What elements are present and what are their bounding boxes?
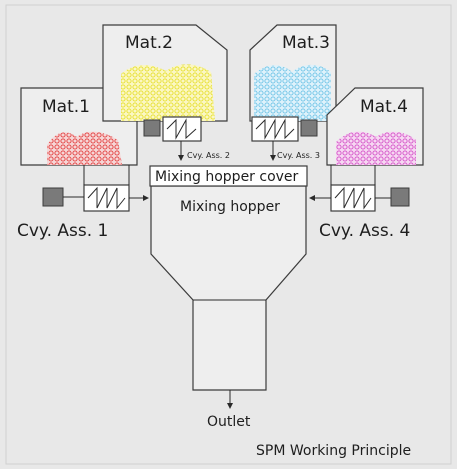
outlet: Outlet — [207, 390, 251, 430]
bin-2-label: Mat.2 — [125, 33, 173, 53]
conveyor-3-label: Cvy. Ass. 3 — [277, 151, 320, 160]
material-2-fill — [121, 64, 215, 121]
hopper-body — [150, 185, 307, 391]
diagram-caption: SPM Working Principle — [256, 443, 411, 459]
conveyor-assembly-1: Cvy. Ass. 1 — [17, 165, 149, 241]
conveyor-4-spring — [334, 186, 372, 210]
conveyor-2-label: Cvy. Ass. 2 — [187, 151, 230, 160]
hopper-cover-label: Mixing hopper cover — [155, 169, 299, 185]
conveyor-3-spring — [255, 118, 295, 140]
conveyor-assembly-3: Cvy. Ass. 3 — [251, 116, 320, 161]
material-3-fill — [254, 64, 331, 121]
hopper-cover — [149, 165, 308, 187]
outlet-label: Outlet — [207, 414, 251, 430]
conveyor-4-label: Cvy. Ass. 4 — [319, 221, 410, 241]
conveyor-assembly-2: Cvy. Ass. 2 — [143, 116, 230, 161]
hopper-label: Mixing hopper — [180, 199, 280, 215]
conveyor-1-motor — [42, 187, 64, 207]
conveyor-2-screw — [162, 116, 202, 142]
conveyor-1-label: Cvy. Ass. 1 — [17, 221, 108, 241]
conveyor-2-motor — [143, 119, 161, 137]
material-bin-4: Mat.4 — [326, 87, 424, 166]
bin-4-label: Mat.4 — [360, 97, 408, 117]
bin-3-label: Mat.3 — [282, 33, 330, 53]
frame — [5, 4, 452, 465]
bin-1-label: Mat.1 — [42, 97, 90, 117]
conveyor-1-spring — [87, 186, 126, 210]
material-4-fill — [336, 131, 416, 165]
mixing-hopper: Mixing hopper cover Mixing hopper — [149, 165, 308, 391]
conveyor-3-motor — [300, 119, 318, 137]
material-bin-2: Mat.2 — [102, 24, 228, 122]
conveyor-2-spring — [166, 118, 197, 140]
conveyor-assembly-4: Cvy. Ass. 4 — [309, 165, 410, 241]
material-1-fill — [47, 131, 122, 165]
conveyor-4-motor — [390, 187, 410, 207]
material-bin-3: Mat.3 — [249, 24, 337, 122]
